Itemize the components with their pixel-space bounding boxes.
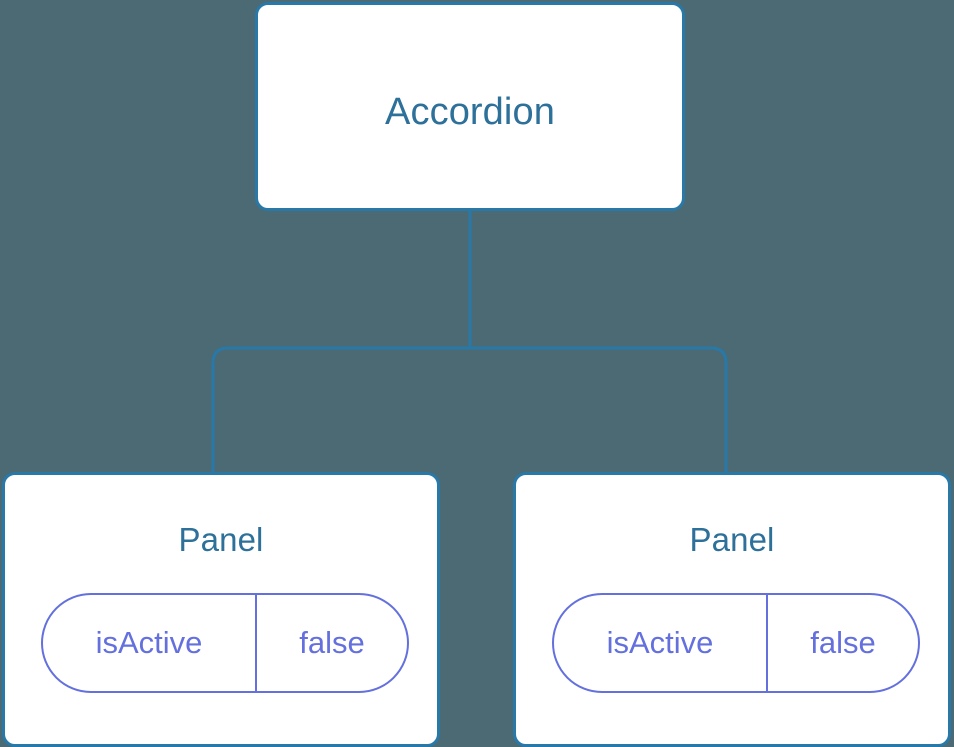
root-node[interactable]: Accordion — [255, 2, 685, 211]
panel-left-state-value: false — [299, 625, 365, 660]
panel-node-left[interactable]: Panel isActive false — [2, 472, 440, 747]
panel-node-left-label: Panel — [178, 521, 264, 558]
panel-right-state-value: false — [810, 625, 876, 660]
panel-right-state-pill[interactable]: isActive false — [552, 593, 920, 693]
edge-root-to-panel-left — [211, 346, 470, 474]
panel-node-right[interactable]: Panel isActive false — [513, 472, 951, 747]
panel-left-state-pill[interactable]: isActive false — [41, 593, 409, 693]
panel-left-state-key: isActive — [43, 595, 257, 691]
edge-root-to-panel-right — [470, 346, 728, 474]
panel-right-state-key: isActive — [554, 595, 768, 691]
panel-node-right-label: Panel — [689, 521, 775, 558]
root-node-label: Accordion — [385, 91, 555, 133]
